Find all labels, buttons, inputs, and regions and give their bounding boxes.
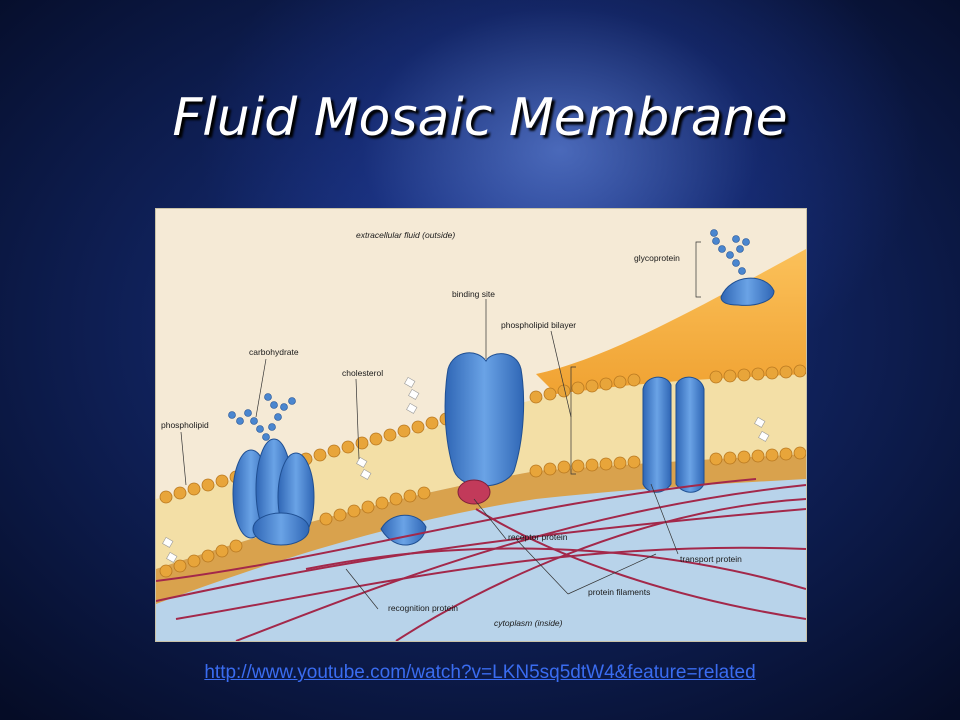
lower-lipid-heads [159,446,806,578]
transport-protein [642,376,705,493]
label-binding-site: binding site [452,289,496,299]
label-extracellular-fluid: extracellular fluid (outside) [356,230,456,240]
label-cytoplasm: cytoplasm (inside) [494,618,563,628]
membrane-bulge [536,249,806,394]
label-phospholipid: phospholipid [161,420,209,430]
membrane-diagram: extracellular fluid (outside) glycoprote… [155,208,807,642]
upper-lipid-heads [159,364,806,504]
membrane-illustration [156,209,806,641]
glycoprotein-body [720,277,775,306]
label-recognition-protein: recognition protein [388,603,458,613]
slide-title: Fluid Mosaic Membrane [172,88,788,148]
protein-filaments [156,478,806,641]
receptor-protein [444,352,525,487]
peripheral-protein [380,514,427,546]
leader-lines [180,241,701,610]
label-transport-protein: transport protein [680,554,742,564]
carbohydrate-chain [228,393,296,441]
glycoprotein-chain [710,229,750,275]
label-receptor-protein: receptor protein [508,532,568,542]
label-carbohydrate: carbohydrate [249,347,299,357]
cholesterol-molecules [162,376,770,563]
recognition-protein [232,438,315,546]
label-phospholipid-bilayer: phospholipid bilayer [501,320,577,330]
receptor-ligand [457,479,491,505]
label-cholesterol: cholesterol [342,368,384,378]
label-protein-filaments: protein filaments [588,587,651,597]
label-glycoprotein: glycoprotein [634,253,680,263]
youtube-link[interactable]: http://www.youtube.com/watch?v=LKN5sq5dt… [204,662,756,683]
